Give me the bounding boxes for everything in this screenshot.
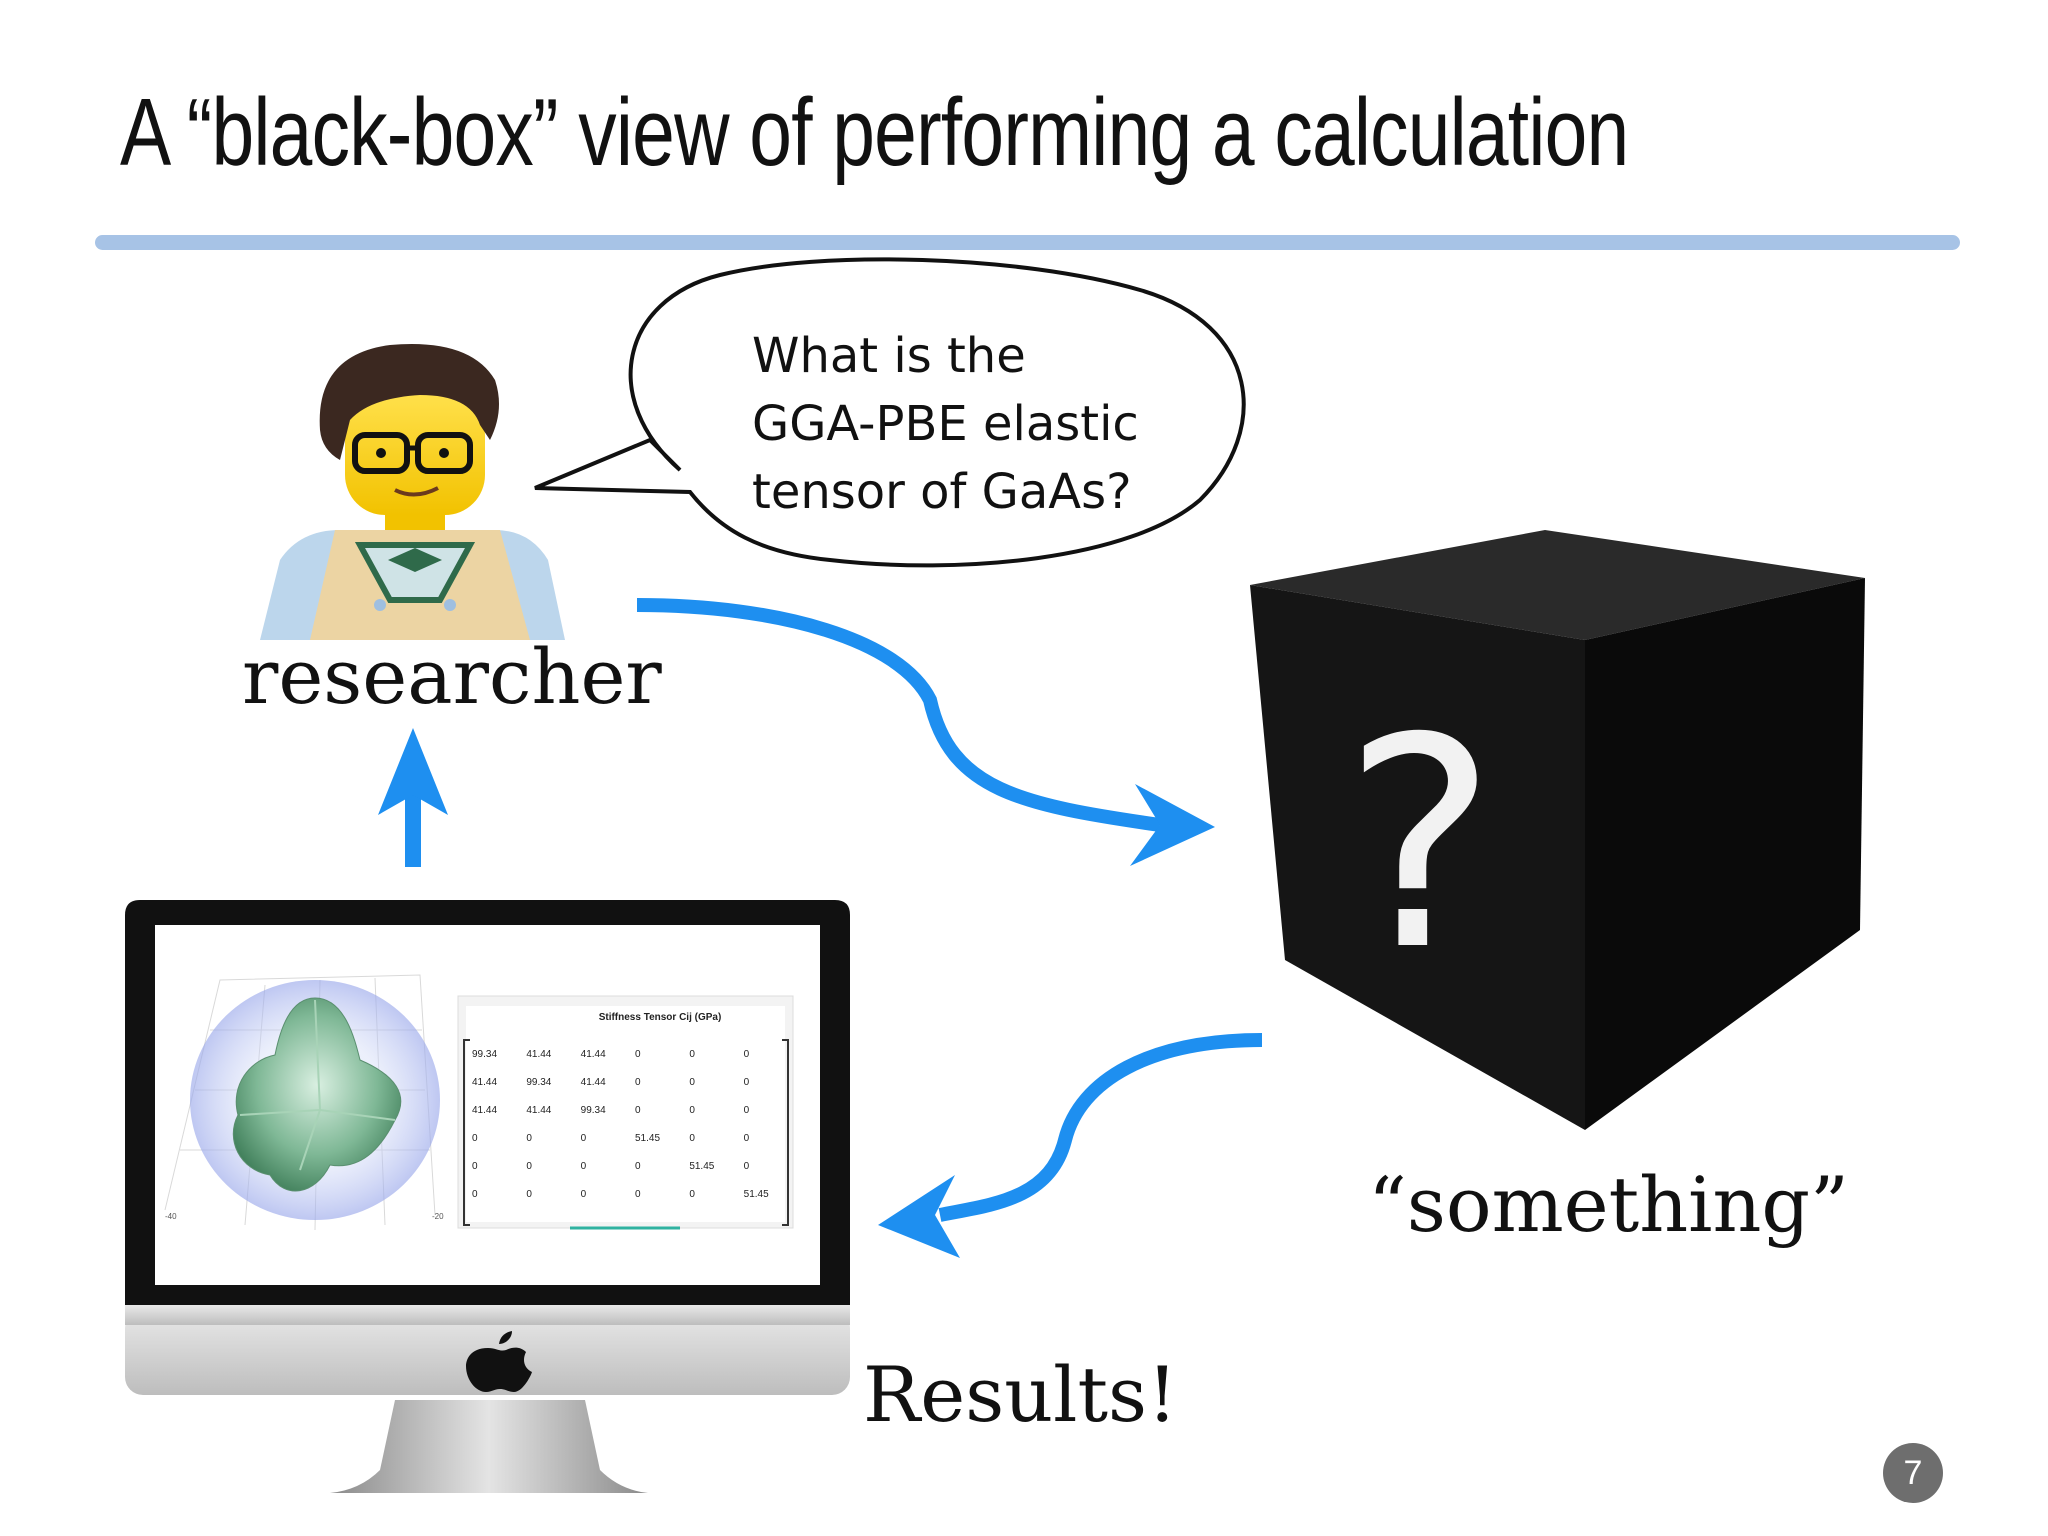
table-row: 41.44 41.44 99.34 0 0 0 (462, 1096, 788, 1124)
table-cell: 0 (689, 1104, 695, 1116)
stiffness-table-title: Stiffness Tensor Cij (GPa) (598, 1012, 722, 1023)
table-cell: 0 (634, 1160, 641, 1172)
table-cell: 0 (689, 1188, 695, 1200)
table-cell: 0 (743, 1076, 750, 1088)
bubble-line: tensor of GaAs? (752, 464, 1132, 520)
table-cell: 0 (634, 1188, 641, 1200)
lego-researcher-icon (260, 344, 565, 640)
table-cell: 0 (472, 1132, 478, 1144)
something-label: “something” (1368, 1160, 1849, 1249)
table-cell: 0 (526, 1188, 532, 1200)
bubble-line: GGA-PBE elastic (752, 396, 1139, 452)
table-cell: 0 (689, 1048, 695, 1060)
table-cell: 0 (472, 1160, 478, 1172)
table-row: 41.44 99.34 41.44 0 0 0 (462, 1068, 788, 1096)
arrow-up-to-researcher (378, 728, 448, 867)
table-row: 0 0 0 51.45 0 0 (462, 1124, 788, 1152)
axis-label-left: -40 (165, 1212, 177, 1221)
table-cell: 0 (580, 1160, 587, 1172)
table-cell: 0 (689, 1076, 695, 1088)
bubble-line: What is the (752, 328, 1026, 384)
table-cell: 99.34 (580, 1104, 606, 1116)
table-row: 0 0 0 0 0 51.45 (462, 1180, 788, 1208)
table-cell: 51.45 (634, 1132, 661, 1144)
table-cell: 0 (526, 1132, 532, 1144)
table-cell: 0 (743, 1160, 750, 1172)
results-label: Results! (863, 1350, 1178, 1439)
table-cell: 41.44 (580, 1048, 606, 1060)
apple-logo-icon (466, 1331, 532, 1392)
table-cell: 0 (689, 1132, 695, 1144)
page-number: 7 (1883, 1443, 1943, 1503)
table-cell: 41.44 (526, 1104, 552, 1116)
table-cell: 0 (634, 1076, 641, 1088)
axis-label-right: -20 (432, 1212, 444, 1221)
table-row: 99.34 41.44 41.44 0 0 0 (462, 1040, 788, 1068)
speech-bubble (534, 257, 1246, 568)
table-cell: 0 (743, 1048, 750, 1060)
table-cell: 41.44 (472, 1076, 498, 1088)
slide-title: A “black-box” view of performing a calcu… (120, 79, 1629, 186)
table-cell: 99.34 (526, 1076, 552, 1088)
elastic-3d-plot (164, 974, 440, 1231)
arrow-to-results (878, 1033, 1263, 1258)
table-cell: 0 (526, 1160, 532, 1172)
title-divider (95, 235, 1960, 250)
table-cell: 0 (634, 1048, 641, 1060)
table-cell: 51.45 (689, 1160, 715, 1172)
table-cell: 0 (580, 1188, 587, 1200)
table-cell: 0 (743, 1104, 750, 1116)
table-cell: 41.44 (526, 1048, 552, 1060)
table-cell: 99.34 (472, 1048, 498, 1060)
table-cell: 51.45 (743, 1188, 769, 1200)
table-cell: 0 (580, 1132, 587, 1144)
table-cell: 0 (634, 1104, 641, 1116)
table-cell: 41.44 (472, 1104, 498, 1116)
table-cell: 0 (472, 1188, 478, 1200)
arrow-to-box (636, 598, 1215, 866)
speech-bubble-text: What is the GGA-PBE elastic tensor of Ga… (752, 322, 1139, 526)
monitor (125, 900, 850, 1493)
black-box-cube: ? (1250, 530, 1865, 1130)
table-row: 0 0 0 0 51.45 0 (462, 1152, 788, 1180)
table-cell: 0 (743, 1132, 750, 1144)
researcher-label: researcher (242, 632, 662, 721)
question-mark-icon: ? (1343, 677, 1497, 1014)
table-cell: 41.44 (580, 1076, 606, 1088)
